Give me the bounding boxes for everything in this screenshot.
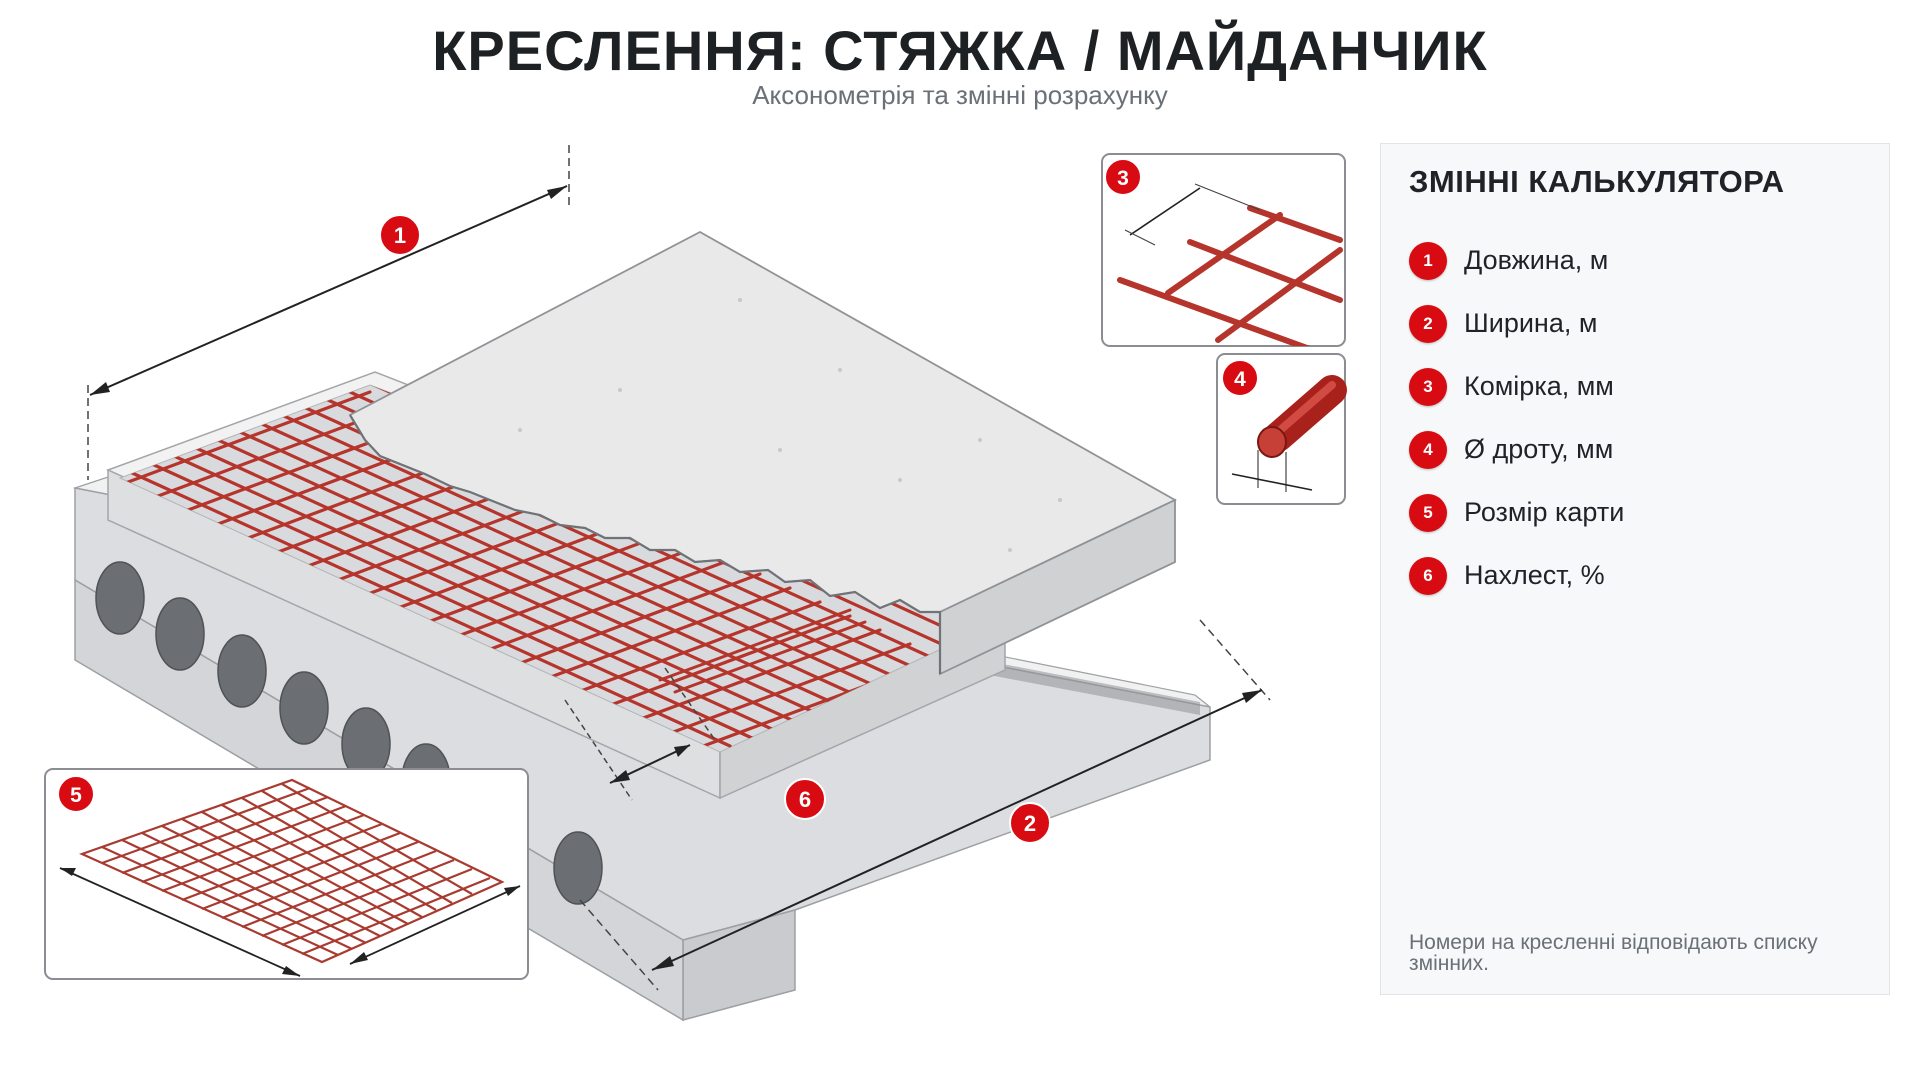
panel-note: Номери на кресленні відповідають списку … [1409, 931, 1818, 975]
variable-number-badge: 5 [1409, 493, 1447, 532]
marker-2: 2 [1009, 802, 1051, 844]
variable-number-badge: 1 [1409, 241, 1447, 280]
top-concrete-slab [348, 230, 1177, 676]
marker-1: 1 [379, 214, 421, 256]
variable-number-badge: 4 [1409, 430, 1447, 469]
detail-mesh-cell [1101, 153, 1346, 347]
variable-overlap: 6 Нахлест, % [1409, 544, 1624, 607]
variable-width: 2 Ширина, м [1409, 292, 1624, 355]
detail-mesh-sheet [44, 768, 529, 980]
variable-label: Довжина, м [1464, 245, 1609, 275]
variable-cell-size: 3 Комірка, мм [1409, 355, 1624, 418]
dimension-width [579, 619, 1271, 991]
marker-5-label: 5 [70, 784, 82, 807]
marker-4: 4 [1221, 359, 1259, 397]
marker-3-label: 3 [1117, 167, 1129, 190]
variable-label: Розмір карти [1464, 497, 1625, 527]
variable-label: Нахлест, % [1464, 560, 1605, 590]
marker-1-label: 1 [394, 223, 406, 248]
marker-6: 6 [784, 778, 826, 820]
marker-2-label: 2 [1024, 811, 1036, 836]
marker-3: 3 [1104, 158, 1142, 196]
marker-6-label: 6 [799, 787, 811, 812]
mesh-overlap-zone [658, 608, 867, 694]
variable-sheet-size: 5 Розмір карти [1409, 481, 1624, 544]
variables-list: 1 Довжина, м 2 Ширина, м 3 Комірка, мм 4… [1409, 229, 1624, 607]
screed-axonometric-drawing: 1 2 3 4 5 6 [44, 145, 1347, 1022]
dimension-overlap [564, 667, 716, 801]
marker-4-label: 4 [1234, 368, 1246, 391]
calculator-variables-panel: ЗМІННІ КАЛЬКУЛЯТОРА 1 Довжина, м 2 Ширин… [1380, 143, 1890, 995]
marker-5: 5 [57, 775, 95, 813]
dimension-length [87, 145, 570, 480]
variable-label: Ширина, м [1464, 308, 1598, 338]
variable-number-badge: 6 [1409, 556, 1447, 595]
page-subtitle: Аксонометрія та змінні розрахунку [752, 80, 1168, 110]
page-title: КРЕСЛЕННЯ: СТЯЖКА / МАЙДАНЧИК [432, 19, 1488, 82]
variable-label: Комірка, мм [1464, 371, 1614, 401]
variable-label: Ø дроту, мм [1464, 434, 1614, 464]
variable-number-badge: 2 [1409, 304, 1447, 343]
panel-title: ЗМІННІ КАЛЬКУЛЯТОРА [1409, 164, 1785, 199]
slab-hollow-cores [95, 561, 603, 905]
variable-wire-diameter: 4 Ø дроту, мм [1409, 418, 1624, 481]
variable-length: 1 Довжина, м [1409, 229, 1624, 292]
variable-number-badge: 3 [1409, 367, 1447, 406]
